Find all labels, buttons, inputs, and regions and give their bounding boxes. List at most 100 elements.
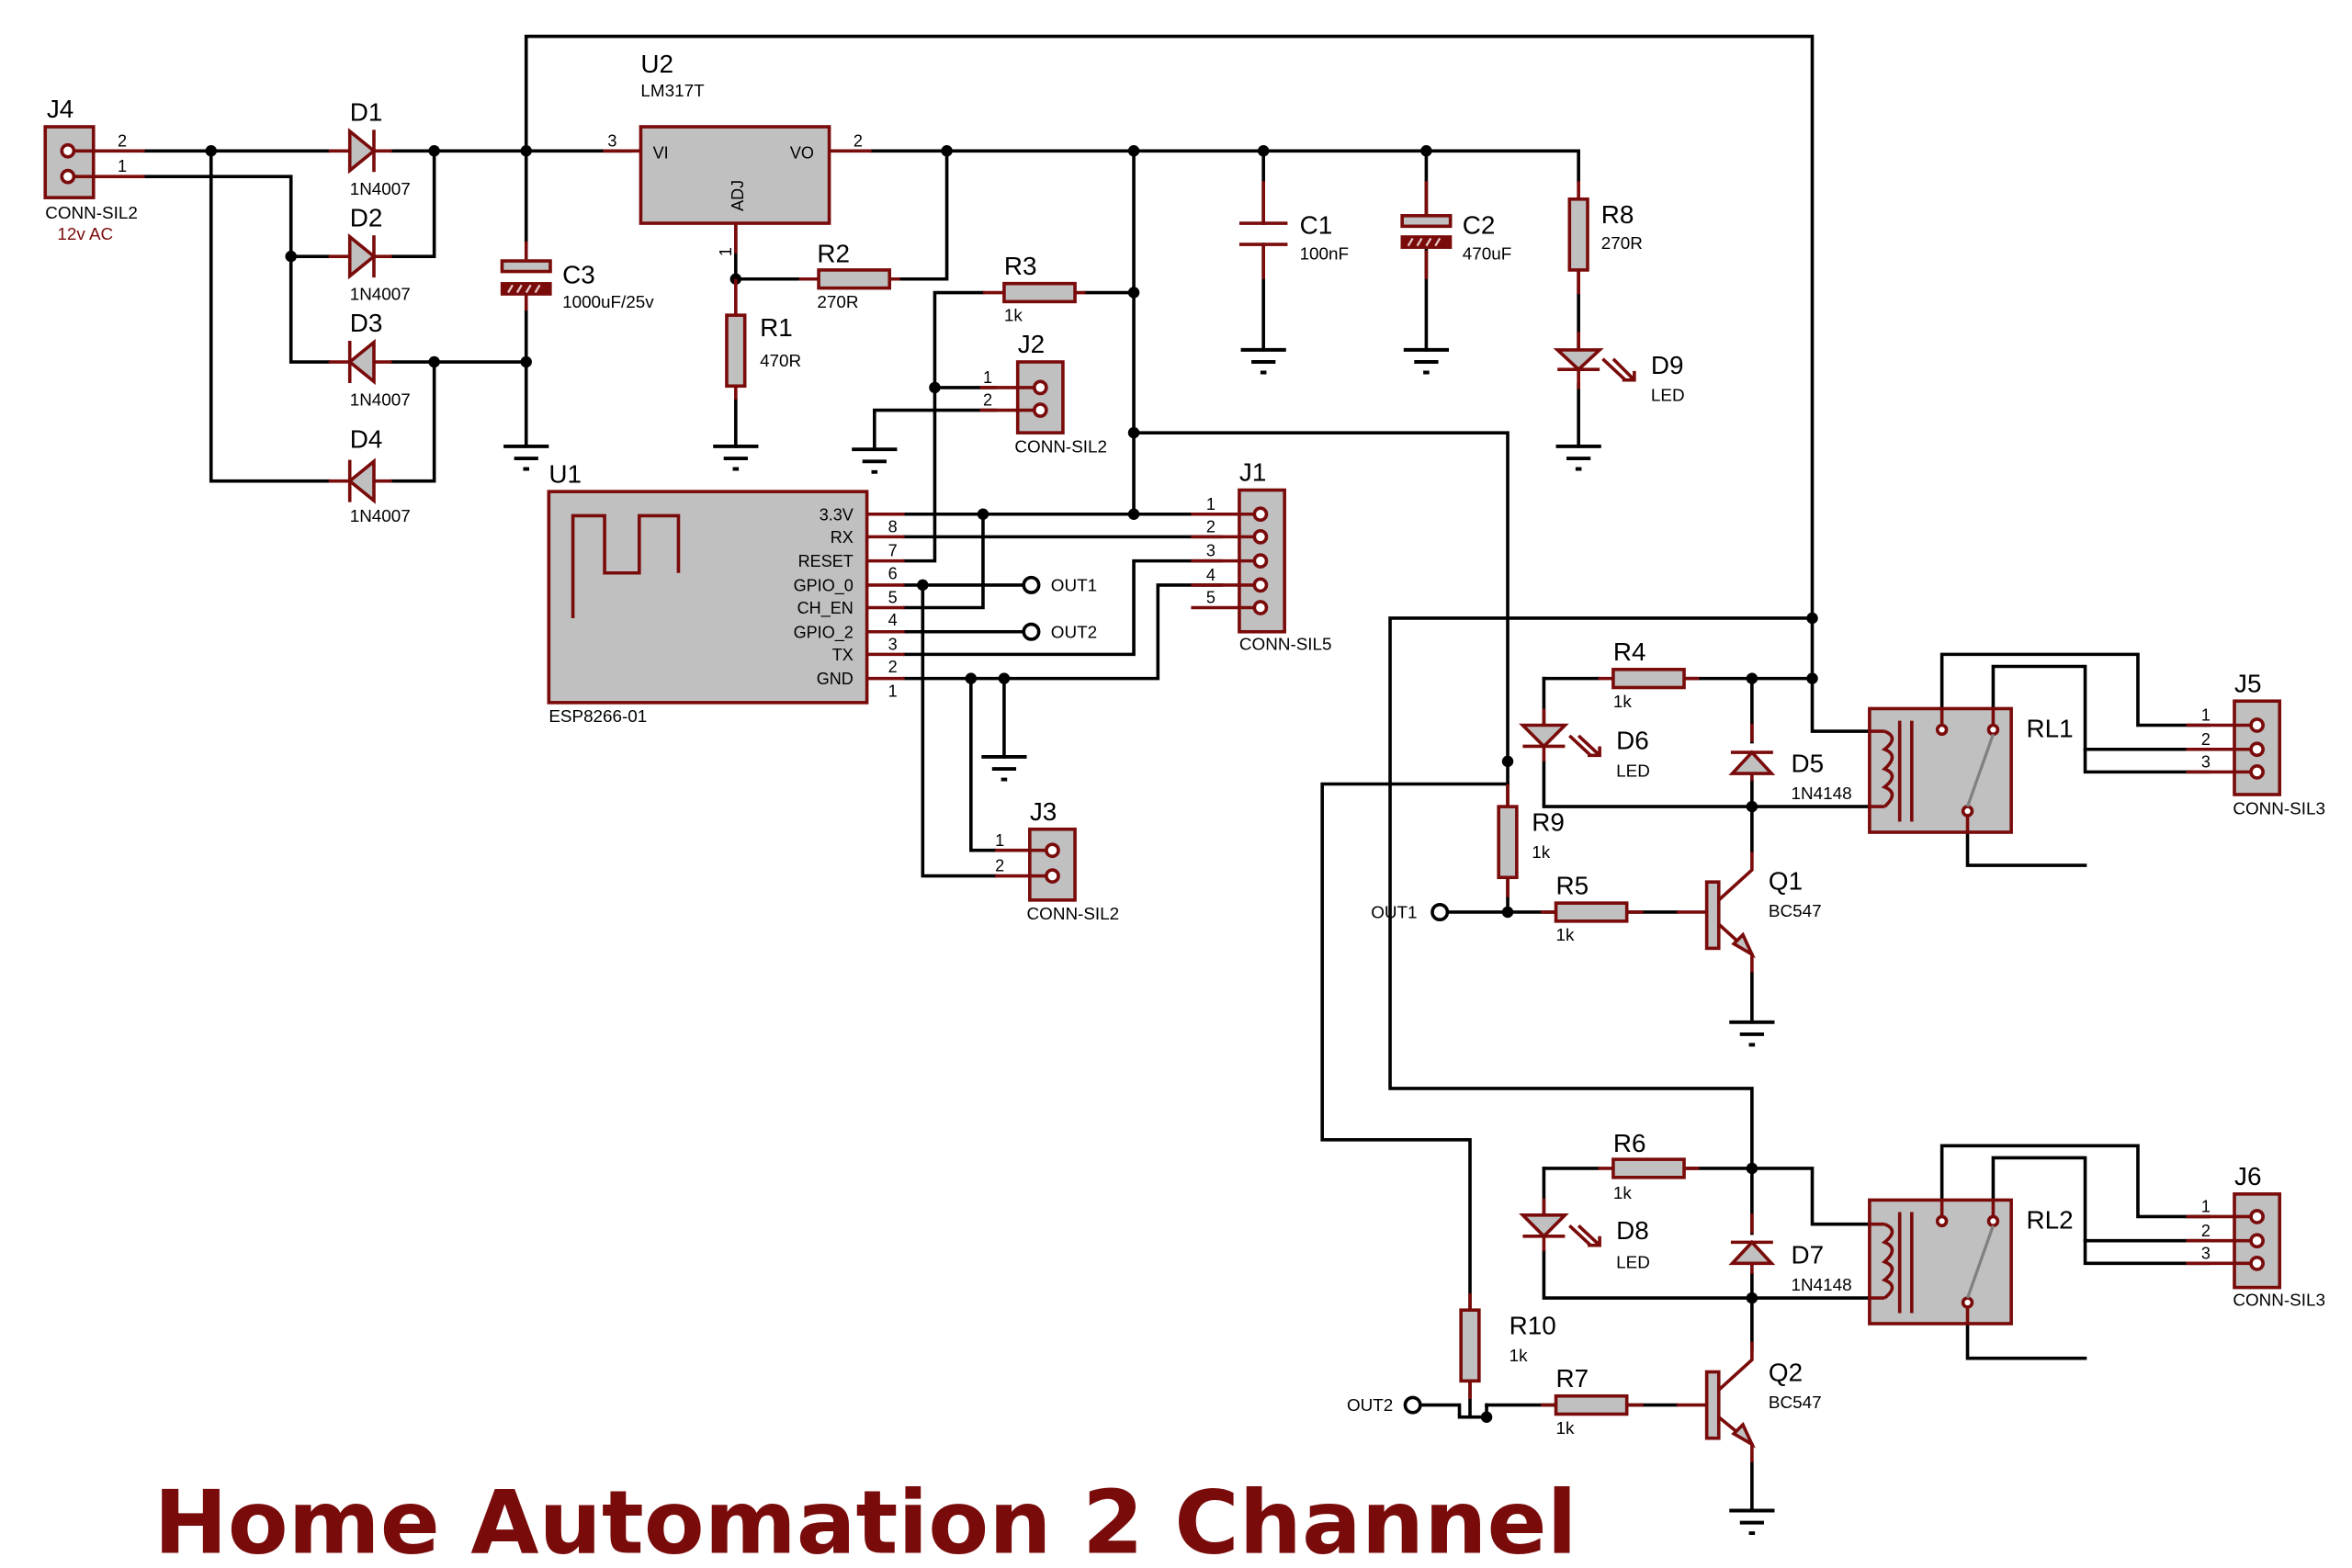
wires (142, 34, 2211, 1513)
resistor-r1: R1 470R (725, 278, 801, 400)
u1-pin-num: 7 (888, 542, 898, 560)
r3-value: 1k (1004, 306, 1023, 325)
j4-pin-label: 2 (118, 131, 127, 150)
u2-ref: U2 (640, 50, 673, 78)
u1-pins: 3.3V RX RESET GPIO_0 CH_EN GPIO_2 TX GND… (794, 505, 905, 700)
out1-input-label: OUT1 (1371, 903, 1417, 922)
r2-ref: R2 (817, 240, 850, 268)
c3-value: 1000uF/25v (562, 292, 654, 311)
u1-pin-num: 1 (888, 682, 898, 700)
ground-icon (1240, 347, 1286, 375)
d9-ref: D9 (1651, 351, 1684, 379)
regulator-u2: U2 LM317T VI VO ADJ 3 2 1 (603, 50, 872, 256)
u1-pin-name: RESET (798, 552, 854, 570)
port-out1-input: OUT1 (1371, 903, 1450, 922)
c3-ref: C3 (562, 261, 595, 289)
connector-j6: J6 1 2 3 CONN-SIL3 (2186, 1162, 2325, 1309)
r7-ref: R7 (1556, 1364, 1589, 1393)
r10-ref: R10 (1510, 1311, 1556, 1339)
led-d6: D6 LED (1519, 708, 1650, 780)
rl1-ref: RL1 (2027, 715, 2074, 743)
d7-value: 1N4148 (1792, 1275, 1852, 1294)
r6-value: 1k (1613, 1183, 1632, 1202)
u1-pin-name: TX (832, 646, 854, 664)
j3-pin-label: 1 (995, 831, 1004, 850)
d8-value: LED (1616, 1252, 1650, 1271)
u2-pin-vo: VO (790, 143, 814, 162)
connector-j4: J4 2 1 CONN-SIL2 12v AC (43, 95, 145, 243)
capacitor-c2: C2 470uF (1400, 181, 1511, 279)
r4-ref: R4 (1613, 637, 1646, 666)
u1-pin-name: 3.3V (820, 505, 854, 524)
out2-input-label: OUT2 (1347, 1395, 1393, 1415)
j1-pin-label: 5 (1206, 589, 1216, 607)
d3-value: 1N4007 (350, 390, 411, 410)
u2-pin-vi: VI (653, 143, 669, 162)
resistor-r8: R8 270R (1567, 181, 1643, 295)
d4-ref: D4 (350, 425, 383, 454)
transistor-q1: Q1 BC547 (1676, 852, 1822, 973)
resistor-r2: R2 270R (798, 240, 900, 311)
d1-ref: D1 (350, 97, 383, 126)
connector-j2: J2 1 2 CONN-SIL2 (979, 330, 1107, 456)
j1-type: CONN-SIL5 (1239, 634, 1332, 653)
u1-pin-num: 2 (888, 658, 898, 676)
junctions (205, 145, 1818, 1423)
d8-ref: D8 (1616, 1216, 1649, 1245)
u2-pin-adj: ADJ (729, 180, 747, 211)
j1-pin-label: 2 (1206, 517, 1216, 536)
c2-ref: C2 (1463, 211, 1496, 240)
j3-ref: J3 (1030, 797, 1057, 826)
r1-value: 470R (760, 351, 801, 370)
r6-ref: R6 (1613, 1129, 1646, 1157)
ground-icon (1555, 444, 1601, 471)
diode-d1: D1 1N4007 (328, 97, 411, 198)
diode-d7: D7 1N4148 (1728, 1213, 1852, 1294)
d7-ref: D7 (1792, 1240, 1825, 1269)
u2-pin-num: 3 (607, 131, 616, 150)
u2-pin-num: 2 (854, 131, 863, 150)
r9-value: 1k (1532, 842, 1550, 862)
j6-type: CONN-SIL3 (2233, 1290, 2325, 1309)
module-u1-esp8266: U1 ESP8266-01 3.3V RX RESET GPIO_0 CH_EN… (547, 459, 905, 726)
u1-value: ESP8266-01 (548, 706, 647, 726)
u1-pin-num: 6 (888, 564, 898, 582)
led-d9: D9 LED (1553, 332, 1685, 405)
diode-d5: D5 1N4148 (1728, 723, 1852, 803)
c1-ref: C1 (1300, 211, 1333, 240)
ground-icon (1729, 1508, 1775, 1536)
u1-pin-name: GND (817, 670, 854, 688)
r4-value: 1k (1613, 692, 1632, 711)
diode-d3: D3 1N4007 (328, 309, 411, 410)
r3-ref: R3 (1004, 252, 1037, 280)
j2-ref: J2 (1018, 330, 1045, 358)
j1-ref: J1 (1239, 458, 1266, 487)
j4-input-note: 12v AC (57, 224, 113, 243)
led-d8: D8 LED (1519, 1198, 1650, 1271)
j2-pin-label: 2 (983, 391, 992, 410)
j4-ref: J4 (47, 95, 74, 123)
u1-pin-num: 8 (888, 517, 898, 536)
ground-symbols (503, 347, 1775, 1536)
u1-pin-name: GPIO_2 (794, 623, 854, 642)
relay-rl2: RL2 (1868, 1198, 2074, 1325)
d2-ref: D2 (350, 203, 383, 231)
j6-pin-label: 3 (2201, 1244, 2211, 1262)
ground-icon (713, 444, 759, 471)
ground-icon (1729, 1020, 1775, 1047)
r5-ref: R5 (1556, 871, 1589, 899)
resistor-r7: R7 1k (1541, 1364, 1644, 1438)
r9-ref: R9 (1532, 807, 1565, 836)
capacitor-c3: C3 1000uF/25v (500, 241, 654, 311)
u1-pin-num: 4 (888, 611, 898, 629)
u1-pin-name: GPIO_0 (794, 576, 854, 595)
resistor-r9: R9 1k (1497, 784, 1565, 897)
ground-icon (503, 444, 549, 471)
j1-pin-label: 1 (1206, 495, 1216, 513)
j4-type: CONN-SIL2 (45, 203, 138, 222)
d2-value: 1N4007 (350, 285, 411, 304)
j6-pin-label: 1 (2201, 1198, 2211, 1216)
d5-value: 1N4148 (1792, 784, 1852, 803)
j5-type: CONN-SIL3 (2233, 798, 2325, 818)
j5-pin-label: 3 (2201, 752, 2211, 771)
